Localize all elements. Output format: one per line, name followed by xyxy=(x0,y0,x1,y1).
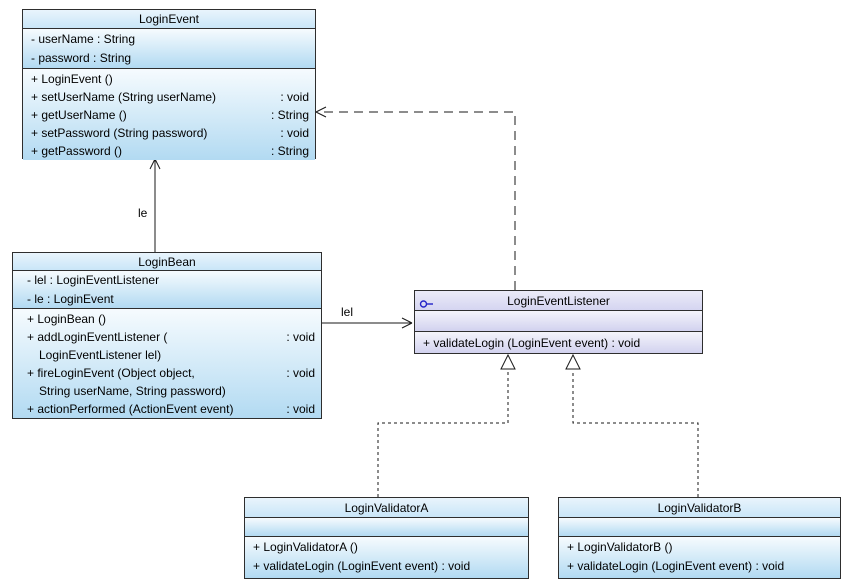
method-row: + validateLogin (LoginEvent event) : voi… xyxy=(253,559,471,573)
method-return: : String xyxy=(270,144,309,158)
method-row: + LoginValidatorB () xyxy=(567,540,673,554)
method-row: + addLoginEventListener ( : void xyxy=(13,328,321,346)
class-login-bean-title: LoginBean xyxy=(13,253,321,271)
method-row: + getPassword () : String xyxy=(23,142,315,160)
dependency-listener-to-event[interactable] xyxy=(315,106,516,290)
method-return: : void xyxy=(280,126,309,140)
method-return: : void xyxy=(286,330,315,344)
class-login-event[interactable]: LoginEvent - userName : String - passwor… xyxy=(22,9,316,160)
method-return: : void xyxy=(286,366,315,380)
method-return: : void xyxy=(286,402,315,416)
class-login-validator-a-title: LoginValidatorA xyxy=(245,498,528,518)
association-label-le: le xyxy=(138,206,148,220)
class-login-bean-attributes: - lel : LoginEventListener - le : LoginE… xyxy=(13,271,321,309)
class-login-validator-b[interactable]: LoginValidatorB + LoginValidatorB () + v… xyxy=(558,497,841,579)
interface-lollipop-icon xyxy=(419,295,434,315)
method-row: + LoginValidatorA () xyxy=(253,540,358,554)
class-login-validator-b-attributes xyxy=(559,518,840,537)
attribute-row: - lel : LoginEventListener xyxy=(27,273,160,287)
method-signature: + actionPerformed (ActionEvent event) xyxy=(27,402,234,416)
association-bean-to-listener[interactable] xyxy=(321,317,413,329)
method-signature: + setPassword (String password) xyxy=(31,126,208,140)
method-row: + setUserName (String userName) : void xyxy=(23,88,315,106)
class-login-event-listener[interactable]: LoginEventListener + validateLogin (Logi… xyxy=(414,290,703,354)
method-continuation-row: String userName, String password) xyxy=(39,384,226,398)
class-login-validator-b-methods: + LoginValidatorB () + validateLogin (Lo… xyxy=(559,537,840,578)
realization-validator-a-to-listener[interactable] xyxy=(377,353,516,497)
method-row: + actionPerformed (ActionEvent event) : … xyxy=(13,400,321,418)
method-signature: + LoginBean () xyxy=(27,312,107,326)
method-return: : void xyxy=(280,90,309,104)
method-row: + LoginBean () xyxy=(13,310,321,328)
method-row: + getUserName () : String xyxy=(23,106,315,124)
method-signature: + addLoginEventListener ( xyxy=(27,330,168,344)
attribute-row: - le : LoginEvent xyxy=(27,292,114,306)
class-login-validator-a-attributes xyxy=(245,518,528,537)
attribute-row: - userName : String xyxy=(31,32,136,46)
class-login-event-listener-title: LoginEventListener xyxy=(415,291,702,311)
method-row: + fireLoginEvent (Object object, : void xyxy=(13,364,321,382)
class-title-text: LoginEventListener xyxy=(507,294,610,308)
attribute-row: - password : String xyxy=(31,51,132,65)
method-return: : String xyxy=(270,108,309,122)
method-signature: + setUserName (String userName) xyxy=(31,90,217,104)
method-continuation-row: LoginEventListener lel) xyxy=(39,348,162,362)
method-row: + setPassword (String password) : void xyxy=(23,124,315,142)
class-login-event-listener-methods: + validateLogin (LoginEvent event) : voi… xyxy=(415,332,702,353)
class-login-bean[interactable]: LoginBean - lel : LoginEventListener - l… xyxy=(12,252,322,419)
method-signature: + getPassword () xyxy=(31,144,123,158)
class-login-event-listener-attributes xyxy=(415,311,702,332)
method-row: + LoginEvent () xyxy=(23,70,315,88)
method-signature: + fireLoginEvent (Object object, xyxy=(27,366,195,380)
method-signature: + LoginEvent () xyxy=(31,72,113,86)
class-login-validator-b-title: LoginValidatorB xyxy=(559,498,840,518)
class-login-event-attributes: - userName : String - password : String xyxy=(23,29,315,69)
class-login-bean-methods: + LoginBean () + addLoginEventListener (… xyxy=(13,309,321,418)
class-login-event-title: LoginEvent xyxy=(23,10,315,29)
method-row: + validateLogin (LoginEvent event) : voi… xyxy=(567,559,785,573)
association-label-lel: lel xyxy=(341,305,354,319)
class-login-validator-a-methods: + LoginValidatorA () + validateLogin (Lo… xyxy=(245,537,528,578)
method-signature: + getUserName () xyxy=(31,108,127,122)
realization-validator-b-to-listener[interactable] xyxy=(565,353,699,497)
association-bean-to-event[interactable] xyxy=(149,158,161,252)
class-login-event-methods: + LoginEvent () + setUserName (String us… xyxy=(23,69,315,160)
class-login-validator-a[interactable]: LoginValidatorA + LoginValidatorA () + v… xyxy=(244,497,529,579)
method-row: + validateLogin (LoginEvent event) : voi… xyxy=(423,336,641,350)
